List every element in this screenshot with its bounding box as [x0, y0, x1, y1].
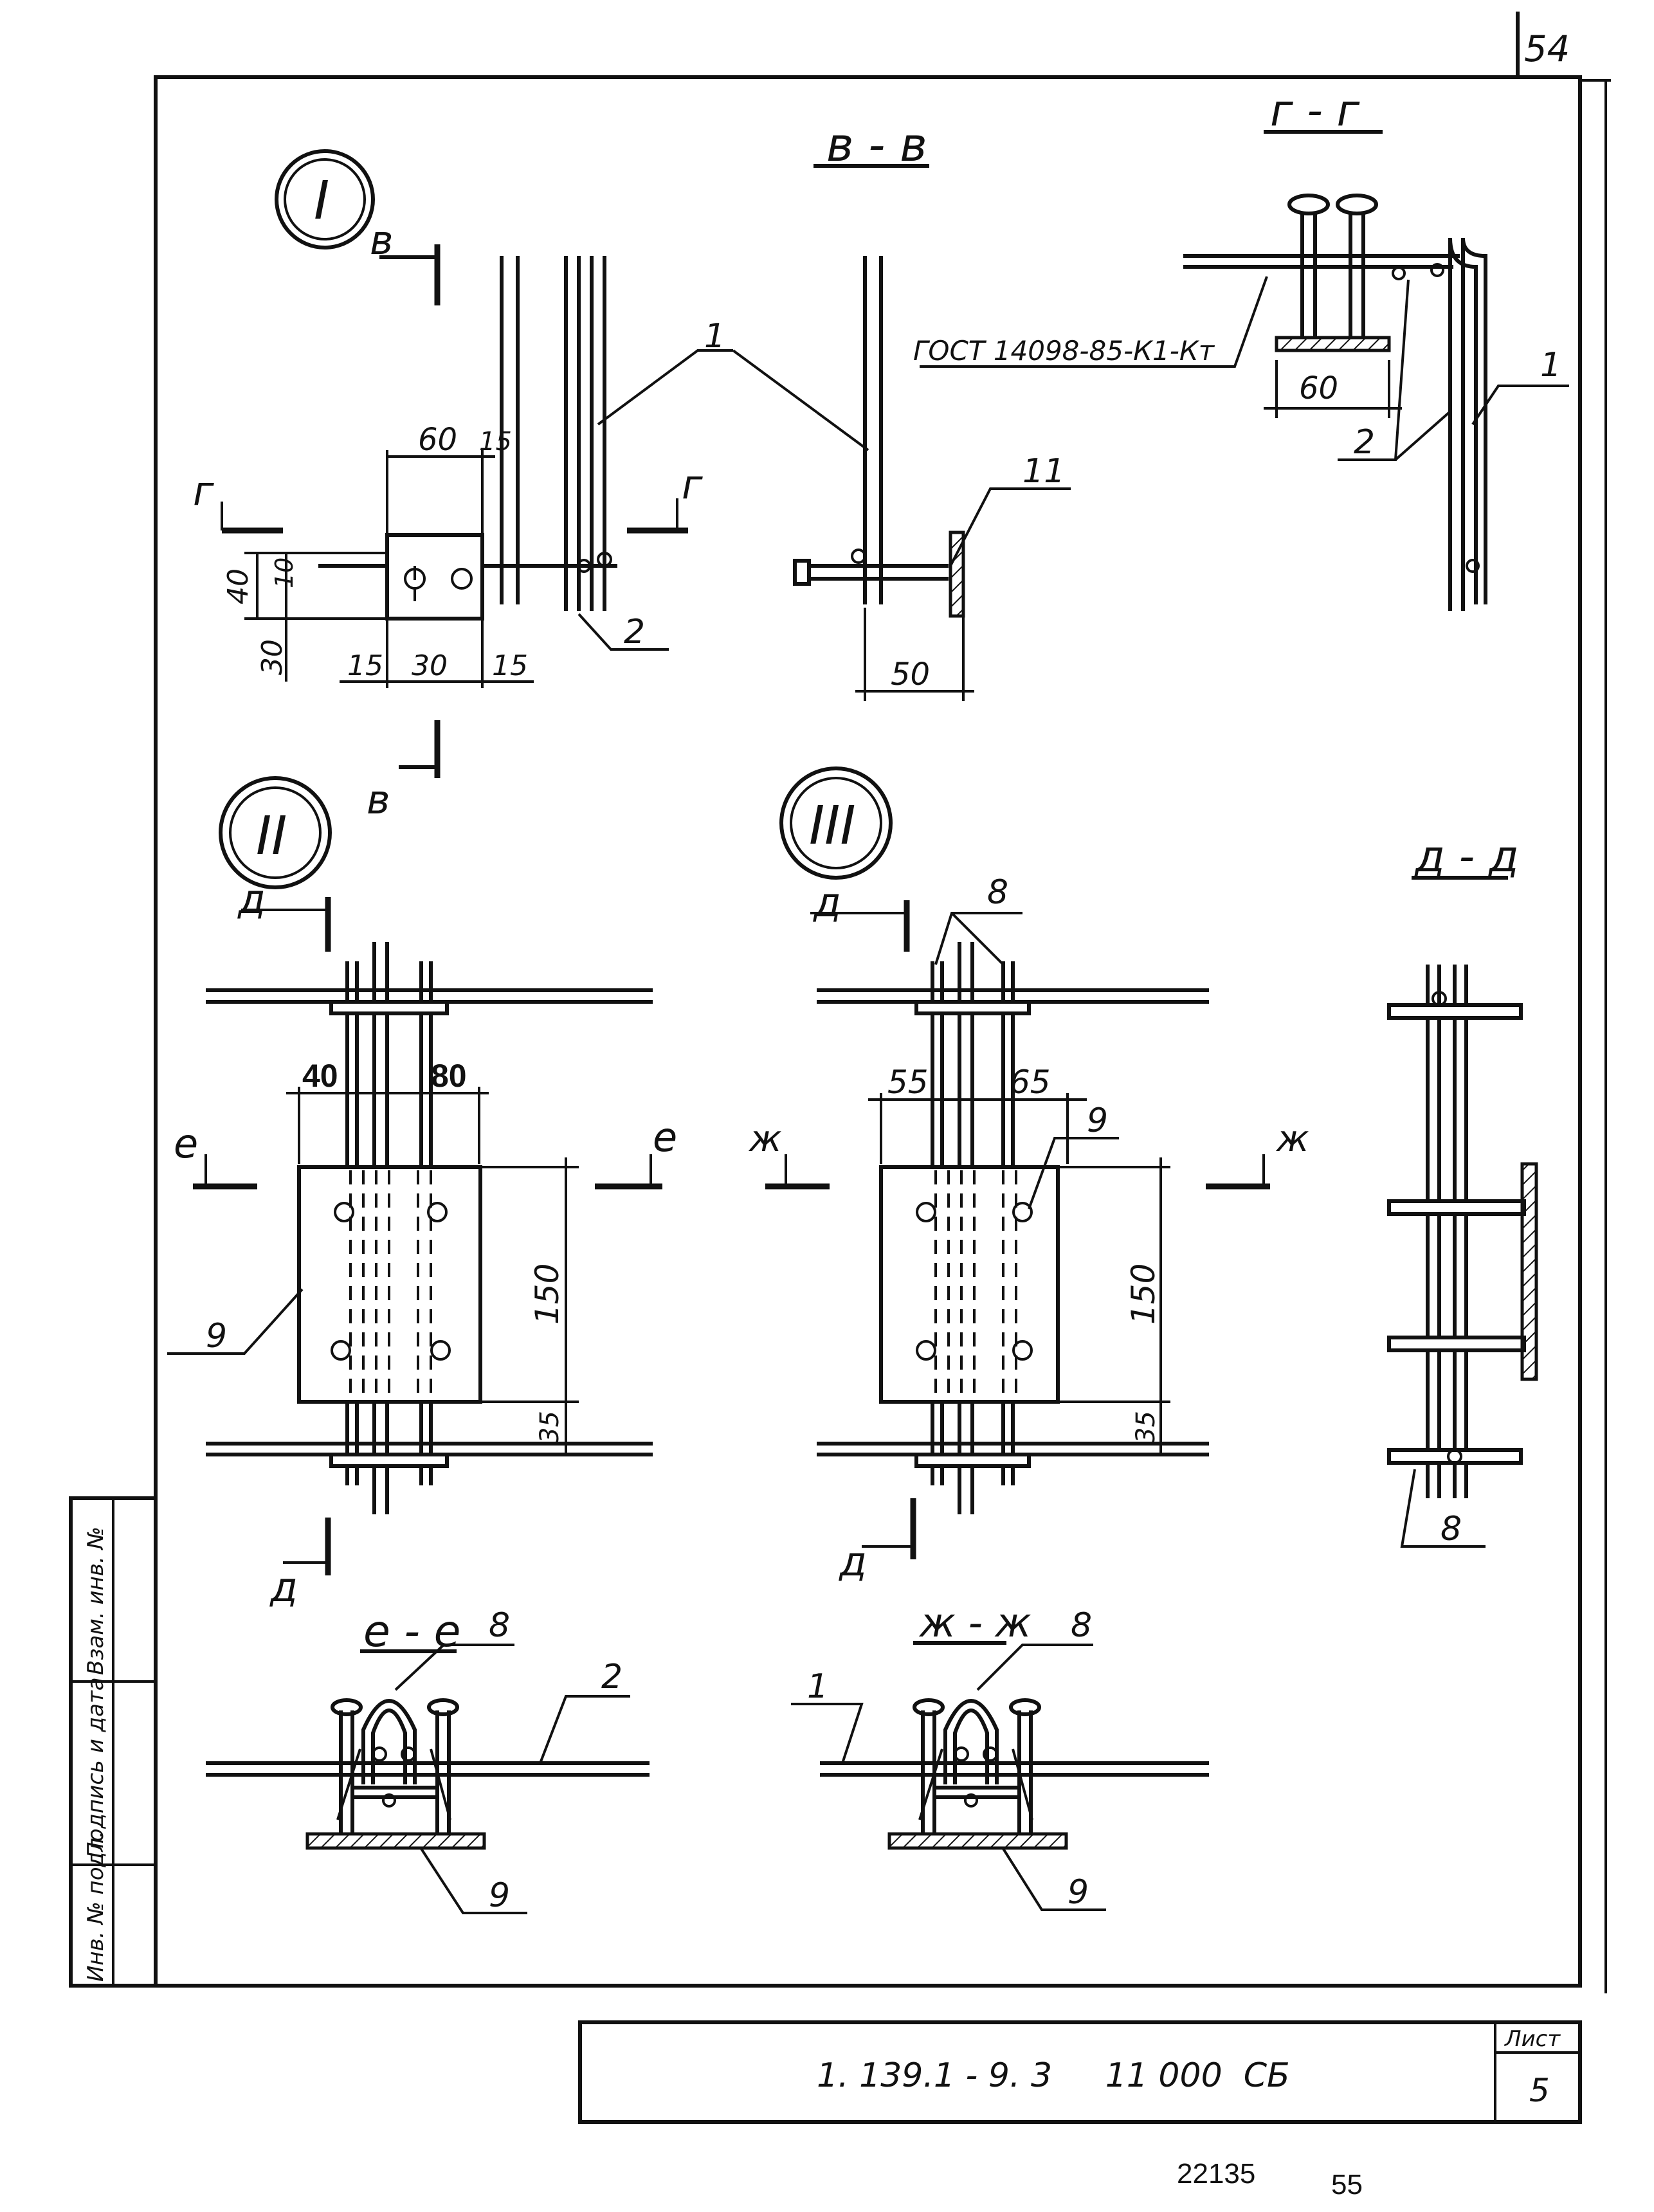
section-zhzh-pos-8: 8	[1071, 1606, 1092, 1645]
node-III-mark-d-top: д	[813, 879, 841, 926]
footer-left-number: 22135	[1177, 2158, 1255, 2189]
node-I-dim-10: 10	[270, 558, 298, 588]
node-III-pos-8: 8	[987, 873, 1008, 912]
node-II-mark-e-left: е	[174, 1120, 198, 1167]
node-III-dim-55: 55	[887, 1064, 929, 1101]
section-gg-title: г - г	[1270, 86, 1360, 136]
node-I-label: I	[314, 170, 329, 231]
section-vv-pos-11: 11	[1022, 452, 1065, 491]
side-stamp	[69, 1496, 158, 1988]
stamp-signature-date: Подпись и дата	[83, 1677, 109, 1858]
node-III-dim-65: 65	[1010, 1064, 1051, 1101]
node-I-dim-30h: 30	[412, 649, 448, 682]
node-III-mark-zh-right: ж	[1275, 1118, 1309, 1160]
node-I-dim-15b: 15	[347, 649, 383, 682]
section-gg-pos-2: 2	[1354, 423, 1375, 462]
node-II	[167, 776, 662, 1575]
node-I-dim-40: 40	[222, 568, 255, 604]
title-designation: 1. 139.1 - 9. 3 11 000 СБ	[817, 2056, 1290, 2095]
sheet-corner-number: 54	[1524, 28, 1570, 70]
node-II-dim-150: 150	[529, 1264, 566, 1325]
node-II-dim-35: 35	[535, 1411, 565, 1444]
section-dd-pos-8: 8	[1440, 1510, 1462, 1548]
node-I-mark-g-left: г	[193, 467, 214, 514]
node-III-dim-35: 35	[1131, 1411, 1161, 1444]
node-III-mark-d-bottom: д	[839, 1538, 867, 1585]
section-gg	[920, 130, 1569, 611]
title-sheet-number: 5	[1529, 2072, 1550, 2109]
node-III-label: III	[809, 795, 856, 857]
node-II-dim-80: 80	[431, 1058, 467, 1094]
node-I-dim-15a: 15	[479, 427, 512, 457]
section-gg-gost-note: ГОСТ 14098-85-К1-Кт	[913, 335, 1215, 367]
node-I	[221, 149, 733, 778]
section-vv	[732, 164, 1071, 701]
node-I-pos-2: 2	[624, 613, 645, 651]
footer-right-number: 55	[1331, 2169, 1363, 2200]
node-III-pos-9: 9	[1087, 1101, 1108, 1140]
title-block	[578, 2020, 1582, 2124]
node-I-pos-1: 1	[704, 317, 725, 356]
section-gg-dim-60: 60	[1299, 370, 1338, 406]
section-zhzh-pos-1: 1	[807, 1667, 828, 1706]
node-II-label: II	[256, 806, 287, 867]
node-III-mark-zh-left: ж	[748, 1118, 781, 1160]
section-ee	[206, 1644, 650, 1914]
title-sheet-label: Лист	[1504, 2026, 1561, 2052]
node-II-mark-d-bottom: д	[269, 1564, 298, 1611]
section-zhzh-pos-9: 9	[1068, 1873, 1089, 1912]
section-vv-title: в - в	[826, 118, 927, 172]
section-dd	[1387, 876, 1538, 1548]
node-II-mark-d-top: д	[237, 876, 266, 923]
stamp-replace-inv-no: Взам. инв. №	[83, 1527, 109, 1675]
section-ee-pos-2: 2	[601, 1658, 623, 1696]
node-I-dim-60: 60	[418, 422, 457, 458]
node-II-pos-9: 9	[206, 1317, 227, 1355]
section-zhzh-title: ж - ж	[918, 1599, 1031, 1646]
stamp-inv-no-orig: Инв. № подл.	[83, 1831, 109, 1982]
node-III	[765, 766, 1270, 1559]
section-vv-dim-50: 50	[891, 657, 930, 693]
node-I-dim-15c: 15	[492, 649, 528, 682]
node-I-mark-g-right: г	[682, 461, 703, 508]
node-I-mark-v-bottom: в	[367, 776, 390, 823]
node-I-dim-30v: 30	[256, 639, 289, 675]
node-II-dim-40: 40	[302, 1058, 338, 1094]
section-gg-pos-1: 1	[1540, 346, 1561, 385]
node-II-mark-e-right: е	[653, 1114, 677, 1161]
drawing-frame	[154, 12, 1611, 1993]
section-ee-pos-8: 8	[489, 1606, 510, 1645]
section-ee-title: е - е	[363, 1606, 460, 1657]
section-zhzh	[791, 1641, 1209, 1911]
node-III-dim-150: 150	[1125, 1264, 1162, 1325]
node-I-mark-v-top: в	[370, 217, 394, 264]
section-ee-pos-9: 9	[489, 1876, 510, 1915]
section-dd-title: д - д	[1414, 831, 1519, 882]
